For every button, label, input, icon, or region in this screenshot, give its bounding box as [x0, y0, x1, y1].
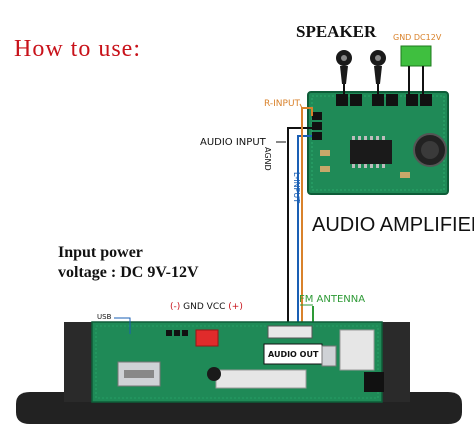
audio-amplifier-label: AUDIO AMPLIFIER [312, 214, 474, 236]
positive-label: (+) [228, 302, 243, 312]
amplifier-board [307, 91, 449, 195]
l-input-wire [297, 135, 312, 150]
r-input-wire [301, 107, 313, 118]
power-pin-labels: (-) GND VCC (+) [170, 302, 243, 312]
gnd-pin-label: GND [183, 302, 204, 312]
r-input-label: R-INPUT [264, 99, 301, 109]
input-power-label: Input power [58, 244, 143, 261]
power-label: GND DC12V [393, 33, 442, 42]
fm-antenna-label: FM ANTENNA [299, 294, 366, 305]
agnd-label: AGND [263, 147, 272, 171]
audio-out-connector [267, 325, 313, 339]
usb-leader [114, 317, 131, 334]
agnd-wire [287, 127, 312, 140]
audio-out-label: AUDIO OUT [268, 350, 319, 359]
negative-label: (-) [170, 302, 181, 312]
speaker-left-plug [336, 50, 352, 96]
audio-input-label: AUDIO INPUT [200, 137, 266, 148]
input-voltage-label: voltage : DC 9V-12V [58, 264, 199, 281]
amplifier-chip [350, 140, 392, 164]
speaker-label: SPEAKER [296, 22, 377, 41]
decoder-module [16, 321, 462, 424]
power-connector [195, 329, 219, 347]
power-terminal [400, 45, 432, 96]
l-input-label: L-INPUT [292, 172, 301, 204]
page-title: How to use: [14, 36, 141, 62]
usb-label: USB [97, 313, 112, 321]
vcc-pin-label: VCC [206, 302, 226, 312]
speaker-right-plug [370, 50, 386, 96]
